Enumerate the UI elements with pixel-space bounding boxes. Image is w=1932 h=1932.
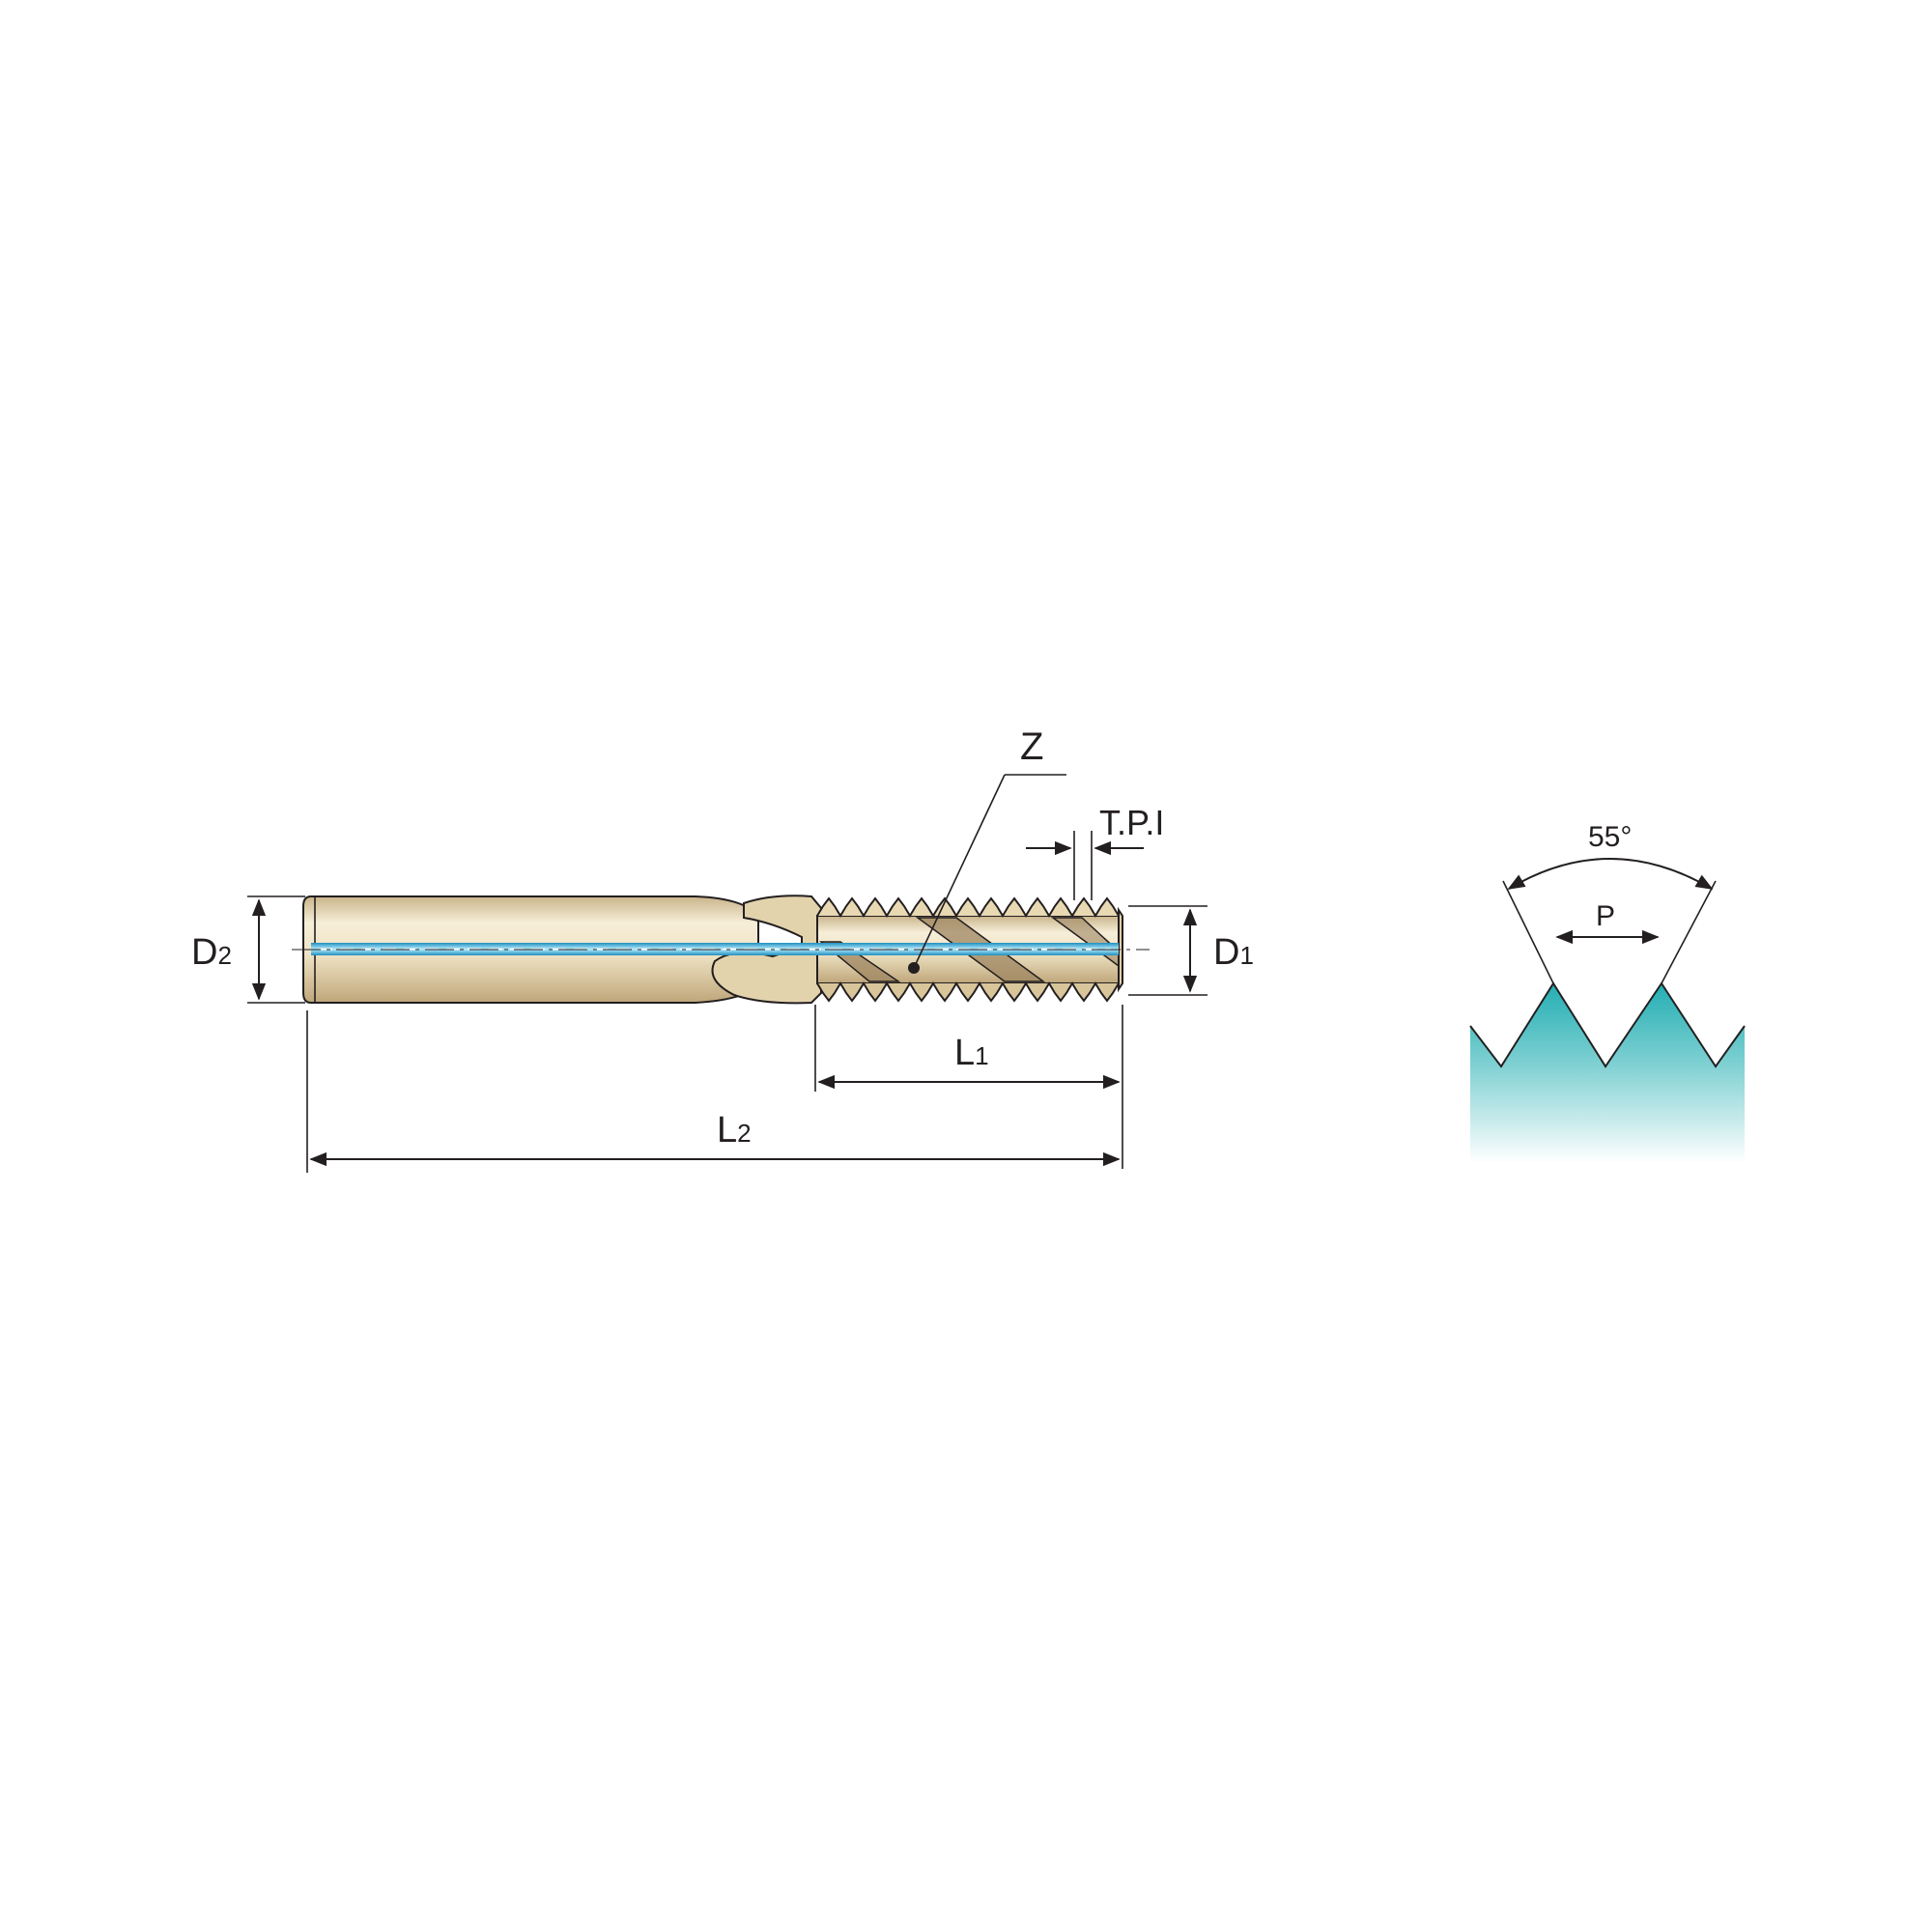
label-angle: 55°: [1588, 821, 1632, 853]
angle-arc: [1507, 858, 1714, 890]
svg-text:D2: D2: [191, 932, 232, 973]
dim-d1: D1: [1128, 905, 1254, 996]
dim-d2: D2: [191, 895, 305, 1004]
label-d1: D: [1213, 932, 1239, 973]
profile-outline: [1469, 981, 1746, 1068]
label-d2-sub: 2: [217, 941, 231, 970]
label-tpi: T.P.I: [1099, 803, 1164, 842]
dim-l2: L2: [306, 1010, 1121, 1173]
dim-l1: L1: [814, 1005, 1123, 1169]
thread-teeth-bottom: [816, 981, 1121, 1003]
label-d1-sub: 1: [1239, 941, 1253, 970]
callout-z: Z: [908, 725, 1066, 974]
label-d2: D: [191, 932, 217, 973]
svg-text:L1: L1: [954, 1033, 989, 1073]
dim-tpi: T.P.I: [1026, 803, 1164, 900]
profile-shape: [1470, 983, 1745, 1163]
label-l2: L: [717, 1110, 737, 1151]
label-l1-sub: 1: [975, 1041, 988, 1070]
flute-neck: [711, 895, 822, 1005]
z-point: [908, 962, 920, 974]
label-z: Z: [1020, 725, 1043, 768]
svg-text:D1: D1: [1213, 932, 1254, 973]
label-pitch: P: [1596, 900, 1615, 932]
thread-profile: 55° P: [1469, 821, 1746, 1163]
svg-text:L2: L2: [717, 1110, 752, 1151]
label-l1: L: [954, 1033, 975, 1073]
thread-teeth-top: [816, 896, 1121, 918]
label-l2-sub: 2: [737, 1119, 751, 1148]
